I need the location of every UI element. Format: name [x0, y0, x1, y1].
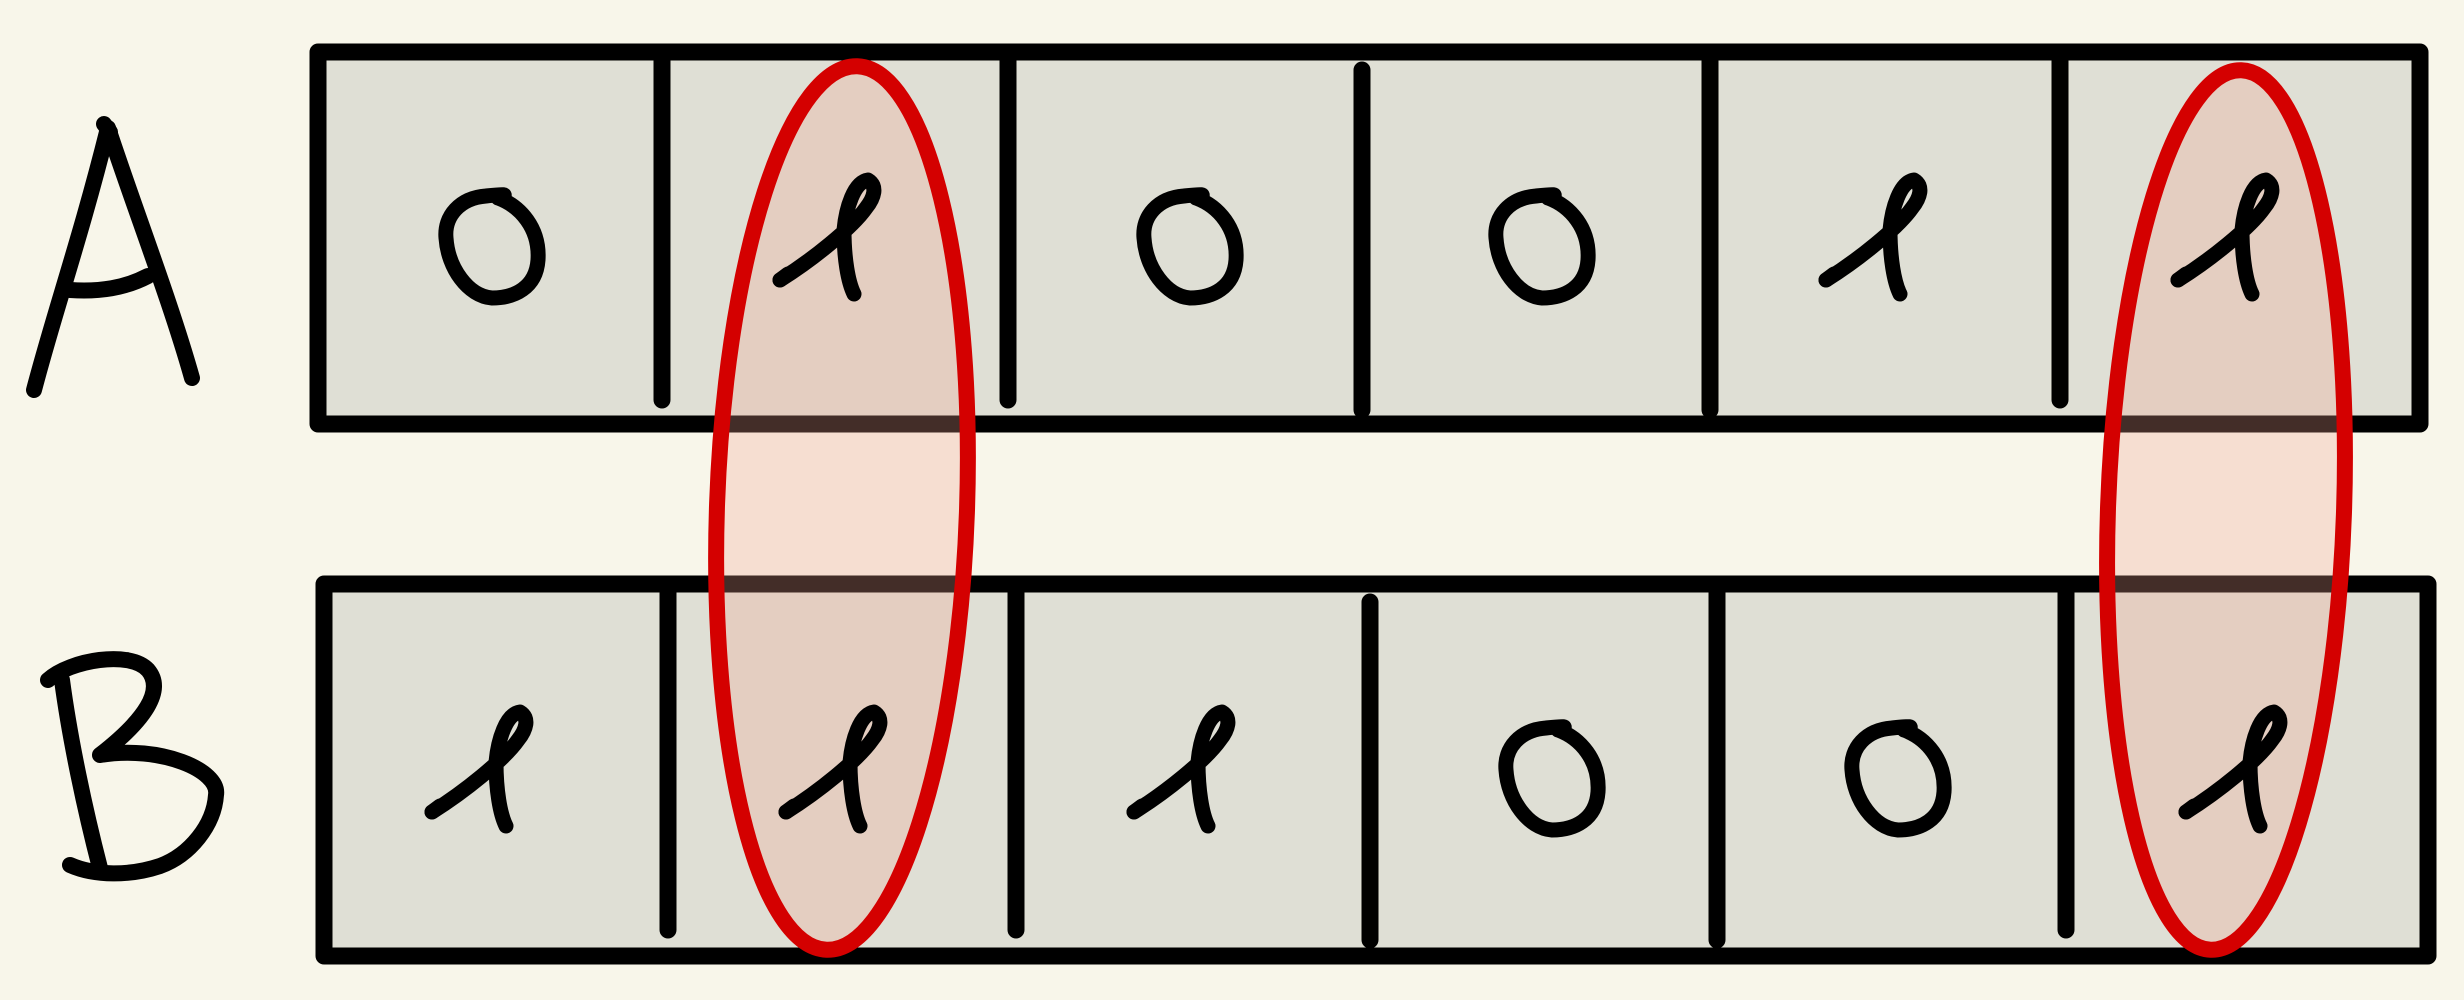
row-label-a [26, 116, 200, 398]
digit-rowa-col3 [1136, 187, 1244, 306]
row-b [315, 575, 2437, 965]
digit-rowa-col6 [2170, 172, 2280, 302]
row-label-b [40, 651, 225, 882]
digit-rowa-col1 [438, 187, 546, 306]
row-a [309, 43, 2429, 433]
digit-rowb-col1 [424, 704, 534, 834]
digit-rowb-col3 [1126, 704, 1236, 834]
digit-rowb-col6 [2178, 704, 2288, 834]
digit-rowa-col2 [772, 172, 882, 302]
digits-layer [424, 172, 2288, 838]
digit-rowb-col5 [1844, 719, 1952, 838]
digit-rowb-col2 [778, 704, 888, 834]
digit-rowa-col4 [1488, 187, 1596, 306]
digit-rowb-col4 [1498, 719, 1606, 838]
digit-rowa-col5 [1818, 172, 1928, 302]
